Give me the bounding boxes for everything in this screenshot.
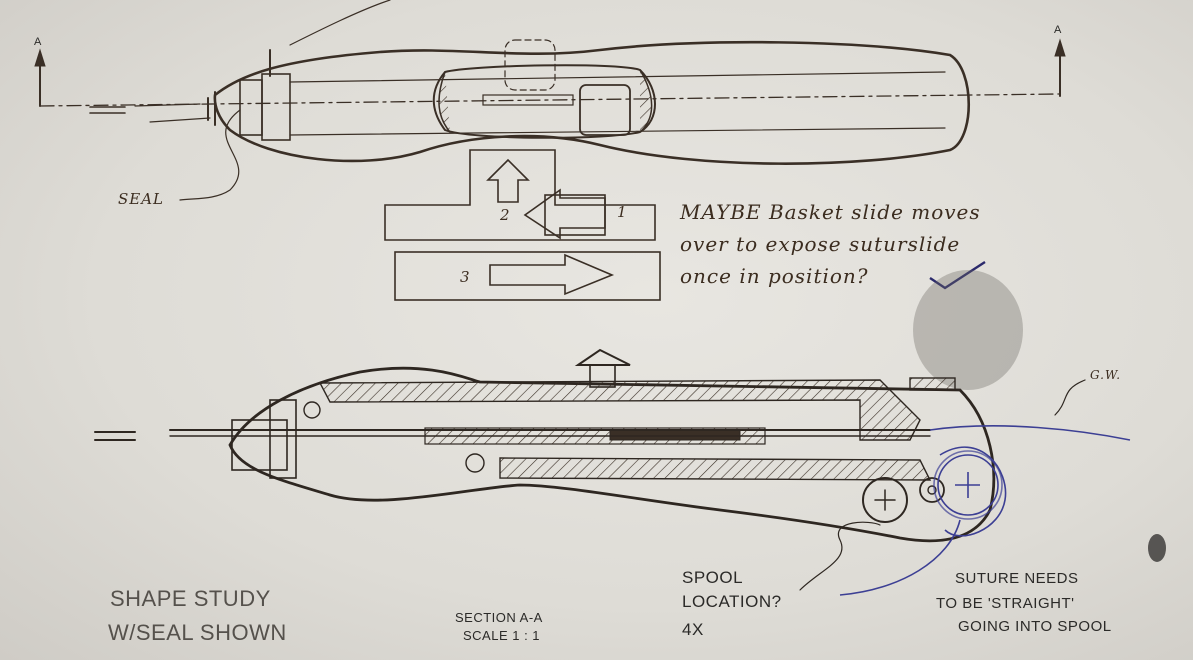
arrow-left-1: [523, 188, 606, 240]
spool-line-2: LOCATION?: [682, 592, 782, 611]
spool-wheel: [862, 477, 908, 523]
ink-blot: [1148, 534, 1166, 562]
spool-line-3: 4X: [682, 620, 704, 639]
shape-study-view: [34, 0, 1066, 201]
section-scale: SCALE 1 : 1: [463, 628, 541, 643]
blue-spool-sketch: [839, 425, 1131, 596]
spring: [609, 429, 741, 441]
step-3-label: 3: [460, 268, 471, 286]
note-line-2: over to expose suturslide: [680, 232, 961, 256]
section-outline: [228, 366, 996, 543]
note-line-1: MAYBE Basket slide moves: [680, 200, 981, 224]
check-mark-icon: [929, 260, 986, 290]
arrow-up-2: [486, 158, 530, 203]
pencil-smudge: [913, 270, 1023, 390]
step-2-label: 2: [500, 206, 511, 224]
section-line: [39, 93, 1061, 107]
spool-line-1: SPOOL: [682, 568, 744, 587]
note-line-3: once in position?: [680, 264, 869, 288]
arrow-right-3: [489, 253, 615, 296]
section-title: SECTION A-A: [455, 610, 543, 625]
suture-line-3: GOING INTO SPOOL: [958, 618, 1112, 635]
suture-line-1: SUTURE NEEDS: [955, 570, 1079, 587]
step-1-label: 1: [617, 203, 628, 221]
section-marker-right: A: [1054, 24, 1062, 36]
shape-study-line-1: SHAPE STUDY: [110, 586, 271, 611]
slide-sequence-diagram: [384, 149, 661, 301]
section-view: [94, 348, 1086, 591]
section-marker-left: A: [34, 36, 42, 48]
handle-outline: [213, 40, 971, 165]
suture-line-2: TO BE 'STRAIGHT': [936, 595, 1075, 612]
gw-label: G.W.: [1090, 368, 1122, 382]
seal-label: SEAL: [118, 190, 165, 208]
shape-study-line-2: W/SEAL SHOWN: [108, 620, 287, 645]
